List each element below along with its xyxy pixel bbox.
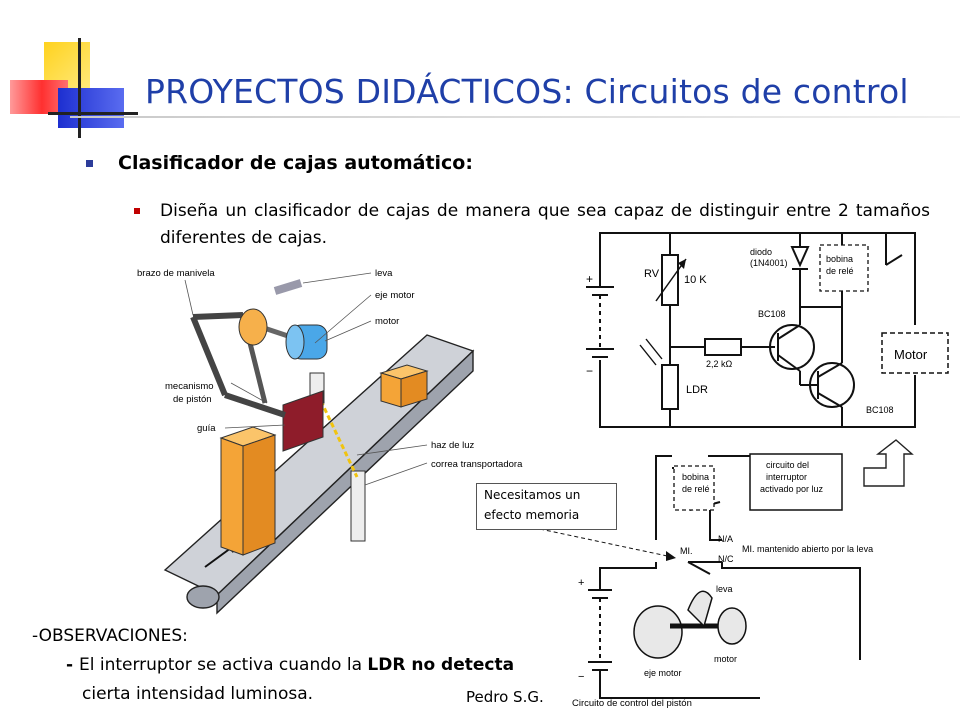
svg-text:(1N4001): (1N4001) xyxy=(750,258,788,268)
svg-text:−: − xyxy=(586,364,593,378)
svg-text:de relé: de relé xyxy=(826,266,854,276)
motor-cylinder xyxy=(633,605,683,659)
up-arrow-icon xyxy=(863,439,914,487)
cam xyxy=(687,590,713,628)
note-line-2: efecto memoria xyxy=(484,508,580,522)
svg-text:leva: leva xyxy=(716,584,733,594)
guide-label: guía xyxy=(197,423,216,434)
svg-text:circuito del: circuito del xyxy=(766,460,809,470)
bullet-icon xyxy=(134,208,140,214)
svg-text:2,2 kΩ: 2,2 kΩ xyxy=(706,359,733,369)
svg-text:diodo: diodo xyxy=(750,247,772,257)
task-paragraph: Diseña un clasificador de cajas de maner… xyxy=(160,201,930,248)
light-beam xyxy=(319,400,359,478)
svg-text:eje motor: eje motor xyxy=(644,668,682,678)
piston-mechanism-label: mecanismo xyxy=(165,381,214,392)
observation-bold-text: LDR no detecta xyxy=(367,655,515,675)
cam xyxy=(238,308,268,346)
svg-text:bobina: bobina xyxy=(826,254,853,264)
piston-circuit-diagram: bobina de relé circuito del interruptor … xyxy=(572,453,873,709)
svg-text:motor: motor xyxy=(714,654,737,664)
svg-text:Motor: Motor xyxy=(894,347,928,362)
section-heading: Clasificador de cajas automático: xyxy=(118,152,473,174)
svg-text:MI. mantenido abierto por la l: MI. mantenido abierto por la leva xyxy=(742,544,873,554)
svg-text:Circuito de control del pistón: Circuito de control del pistón xyxy=(572,698,692,709)
cam-label: leva xyxy=(375,268,393,279)
svg-text:−: − xyxy=(578,671,584,683)
svg-text:interruptor: interruptor xyxy=(766,472,807,482)
svg-text:bobina: bobina xyxy=(682,472,709,482)
observation-line-2: cierta intensidad luminosa. xyxy=(82,684,314,704)
svg-text:de relé: de relé xyxy=(682,484,710,494)
svg-text:LDR: LDR xyxy=(686,384,708,396)
svg-text:MI.: MI. xyxy=(680,546,693,556)
piston-plate xyxy=(282,390,324,452)
svg-text:activado por luz: activado por luz xyxy=(760,484,824,494)
svg-text:N/C: N/C xyxy=(718,554,734,564)
svg-text:+: + xyxy=(578,577,584,589)
svg-text:+: + xyxy=(586,272,593,286)
bullet-icon xyxy=(86,160,93,167)
logo-decoration xyxy=(0,0,140,140)
light-beam-label: haz de luz xyxy=(431,440,475,451)
note-line-1: Necesitamos un xyxy=(484,488,581,502)
post xyxy=(350,470,366,542)
ldr-circuit-diagram: + − RV 10 K diodo (1N4001) bobina de rel… xyxy=(586,232,949,428)
motor-shaft-label: eje motor xyxy=(375,290,415,301)
crank xyxy=(273,279,303,295)
svg-text:BC108: BC108 xyxy=(758,309,786,319)
svg-text:10 K: 10 K xyxy=(684,274,707,286)
memory-effect-note: Necesitamos un efecto memoria xyxy=(476,483,617,530)
slide-title: PROYECTOS DIDÁCTICOS: Circuitos de contr… xyxy=(145,72,909,111)
piston-mechanism-label-2: de pistón xyxy=(173,394,212,405)
title-divider xyxy=(70,116,960,118)
observation-line-1: - El interruptor se activa cuando la LDR… xyxy=(66,655,515,675)
author-footer: Pedro S.G. xyxy=(466,688,544,706)
svg-text:N/A: N/A xyxy=(718,534,733,544)
motor-label: motor xyxy=(375,316,399,327)
crank-arm-label: brazo de manivela xyxy=(137,268,215,279)
conveyor-belt-label: correa transportadora xyxy=(431,459,523,470)
svg-text:BC108: BC108 xyxy=(866,405,894,415)
short-box xyxy=(379,364,429,408)
observations-heading: -OBSERVACIONES: xyxy=(32,626,188,646)
note-pointer xyxy=(540,528,676,561)
box-sorter-illustration: brazo de manivela leva eje motor motor m… xyxy=(137,268,523,615)
tall-box xyxy=(219,426,277,556)
svg-text:RV: RV xyxy=(644,268,660,280)
